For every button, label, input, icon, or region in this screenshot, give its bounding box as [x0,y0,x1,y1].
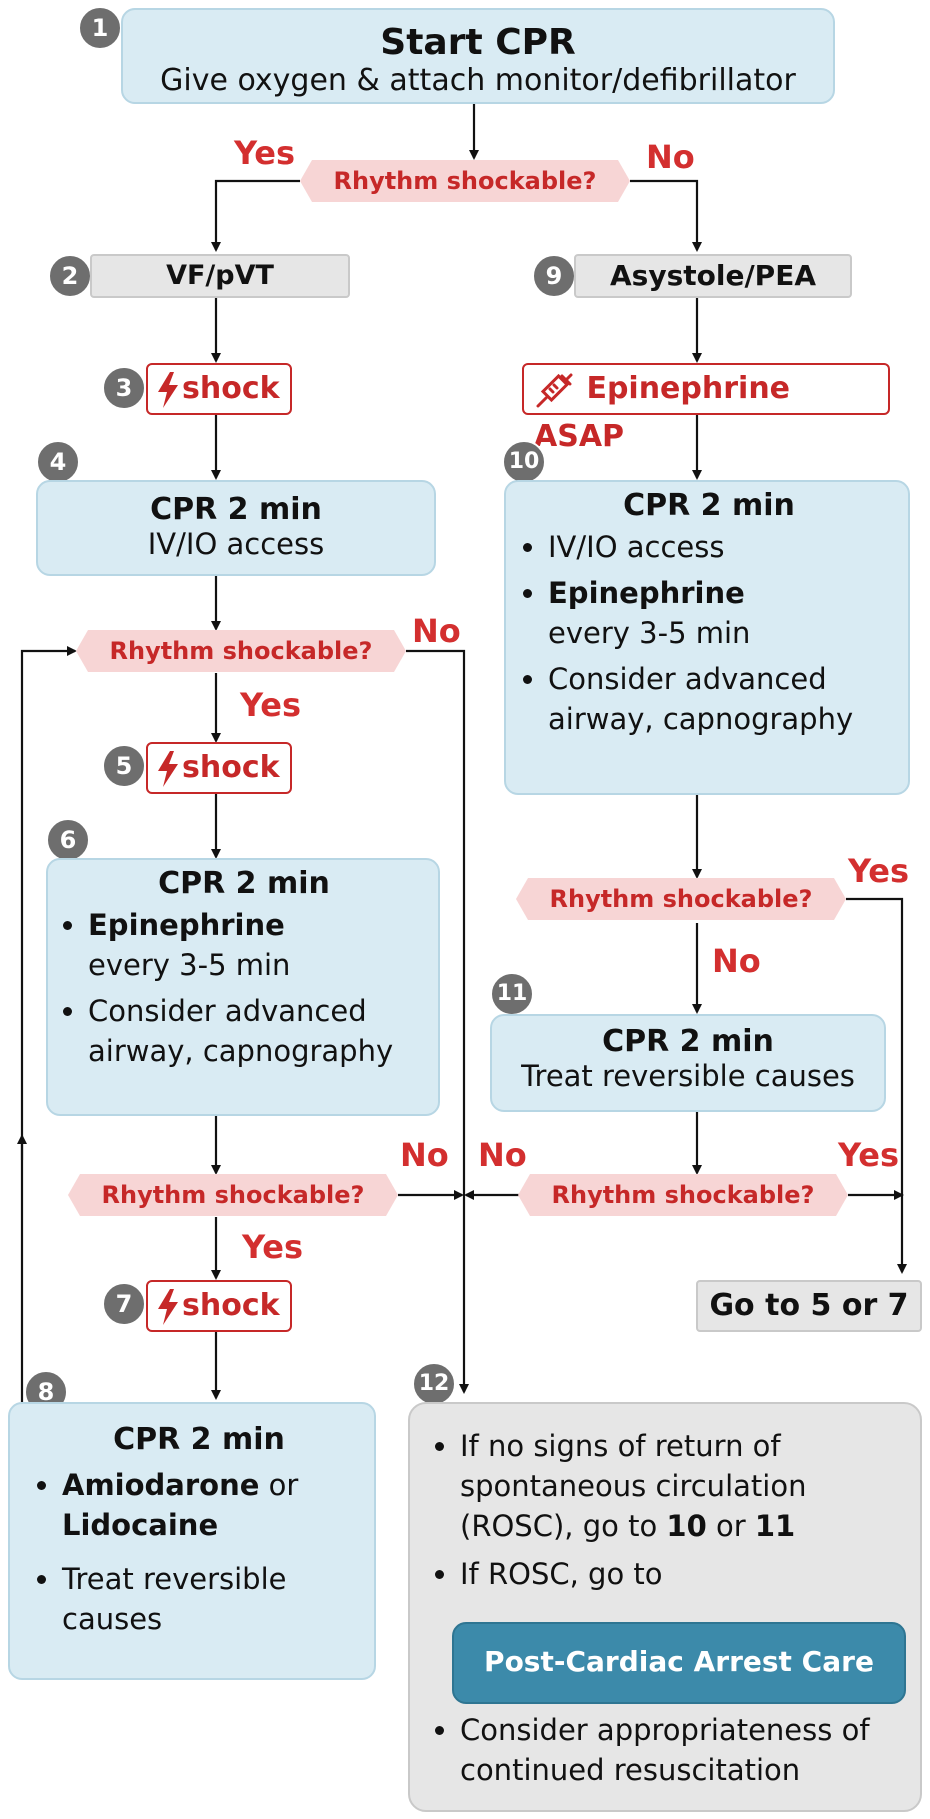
box6-item-airway: Consider advanced airway, capnography [88,991,428,1071]
shock-box-5: shock [146,742,292,794]
decision-rhythm-shockable-1: Rhythm shockable? [300,160,630,202]
step-number-10: 10 [502,440,546,484]
box8-lido: Lidocaine [62,1508,219,1542]
outcome-box-12: If no signs of return of spontaneous cir… [408,1402,922,1812]
box10-item-iv: IV/IO access [548,527,898,567]
step-number-6: 6 [46,818,90,862]
cpr-box-10: CPR 2 min IV/IO access Epinephrine every … [504,480,910,795]
decision-right1-yes-label: Yes [848,852,909,890]
box12-ref-11: 11 [754,1509,796,1543]
decision3-yes-label: Yes [242,1228,303,1266]
decision4-yes-label: Yes [838,1136,899,1174]
box12-no-rosc-text: If no signs of return of spontaneous cir… [460,1429,807,1543]
decision-right1-no-label: No [712,942,761,980]
post-cardiac-arrest-care-button[interactable]: Post-Cardiac Arrest Care [452,1622,906,1704]
shock-label-7: shock [182,1288,280,1323]
box8-or: or [259,1468,299,1502]
shock-box-3: shock [146,363,292,415]
box12-item-rosc: If ROSC, go to [460,1554,906,1594]
lightning-icon [158,1288,178,1325]
lightning-icon [158,750,178,787]
lightning-icon [158,371,178,408]
box6-list: Epinephrine every 3-5 min Consider advanc… [60,905,428,1071]
box4-line: IV/IO access [147,527,325,561]
box12-list: If no signs of return of spontaneous cir… [432,1426,906,1594]
start-cpr-subtitle: Give oxygen & attach monitor/defibrillat… [160,63,796,98]
box10-title: CPR 2 min [623,488,795,523]
syringe-icon [536,373,573,407]
step-number-1: 1 [78,6,122,50]
cpr-box-4: CPR 2 min IV/IO access [36,480,436,576]
box10-item-airway: Consider advanced airway, capnography [548,659,898,739]
step-number-2: 2 [48,254,92,298]
box10-epi: Epinephrine [548,576,745,610]
box8-amio: Amiodarone [62,1468,260,1502]
box6-epi-freq: every 3-5 min [88,948,291,982]
step-number-5: 5 [102,744,146,788]
decision2-no-label: No [412,612,461,650]
box6-title: CPR 2 min [158,866,330,901]
box8-item-treat: Treat reversible causes [62,1559,364,1639]
decision-rhythm-shockable-3: Rhythm shockable? [516,878,846,920]
asystole-pea-box: Asystole/PEA [574,254,852,298]
step-number-9: 9 [532,254,576,298]
box6-epi: Epinephrine [88,908,285,942]
shock-label-5: shock [182,750,280,785]
box12-or: or [706,1509,755,1543]
box11-line: Treat reversible causes [521,1059,855,1093]
box8-title: CPR 2 min [113,1422,285,1457]
start-cpr-box: Start CPR Give oxygen & attach monitor/d… [121,8,835,104]
box12-ref-10: 10 [666,1509,707,1543]
decision1-yes-label: Yes [234,134,295,172]
cpr-box-11: CPR 2 min Treat reversible causes [490,1014,886,1112]
box6-item-epi: Epinephrine every 3-5 min [88,905,428,985]
box12-list-2: Consider appropriateness of continued re… [432,1710,906,1790]
decision4-no-label: No [478,1136,527,1174]
box4-title: CPR 2 min [150,492,322,527]
decision-rhythm-shockable-4: Rhythm shockable? [68,1174,398,1216]
step-number-11: 11 [490,972,534,1016]
cpr-box-6: CPR 2 min Epinephrine every 3-5 min Consi… [46,858,440,1116]
start-cpr-title: Start CPR [380,22,576,63]
box10-item-epi: Epinephrine every 3-5 min [548,573,898,653]
epinephrine-asap-box: Epinephrine ASAP [522,363,890,454]
epinephrine-asap-label: Epinephrine ASAP [534,371,791,454]
decision1-no-label: No [646,138,695,176]
decision3-no-label: No [400,1136,449,1174]
box11-title: CPR 2 min [602,1024,774,1059]
vf-pvt-box: VF/pVT [90,254,350,298]
step-number-4: 4 [36,440,80,484]
box10-epi-freq: every 3-5 min [548,616,751,650]
box12-item-no-rosc: If no signs of return of spontaneous cir… [460,1426,906,1546]
go-to-5-or-7-box: Go to 5 or 7 [696,1280,922,1332]
shock-label-3: shock [182,371,280,406]
shock-box-7: shock [146,1280,292,1332]
decision2-yes-label: Yes [240,686,301,724]
step-number-12: 12 [412,1362,456,1406]
decision-rhythm-shockable-5: Rhythm shockable? [518,1174,848,1216]
decision-rhythm-shockable-2: Rhythm shockable? [76,630,406,672]
step-number-7: 7 [102,1282,146,1326]
box10-list: IV/IO access Epinephrine every 3-5 min Co… [520,527,898,739]
step-number-3: 3 [102,366,146,410]
box12-item-consider: Consider appropriateness of continued re… [460,1710,906,1790]
